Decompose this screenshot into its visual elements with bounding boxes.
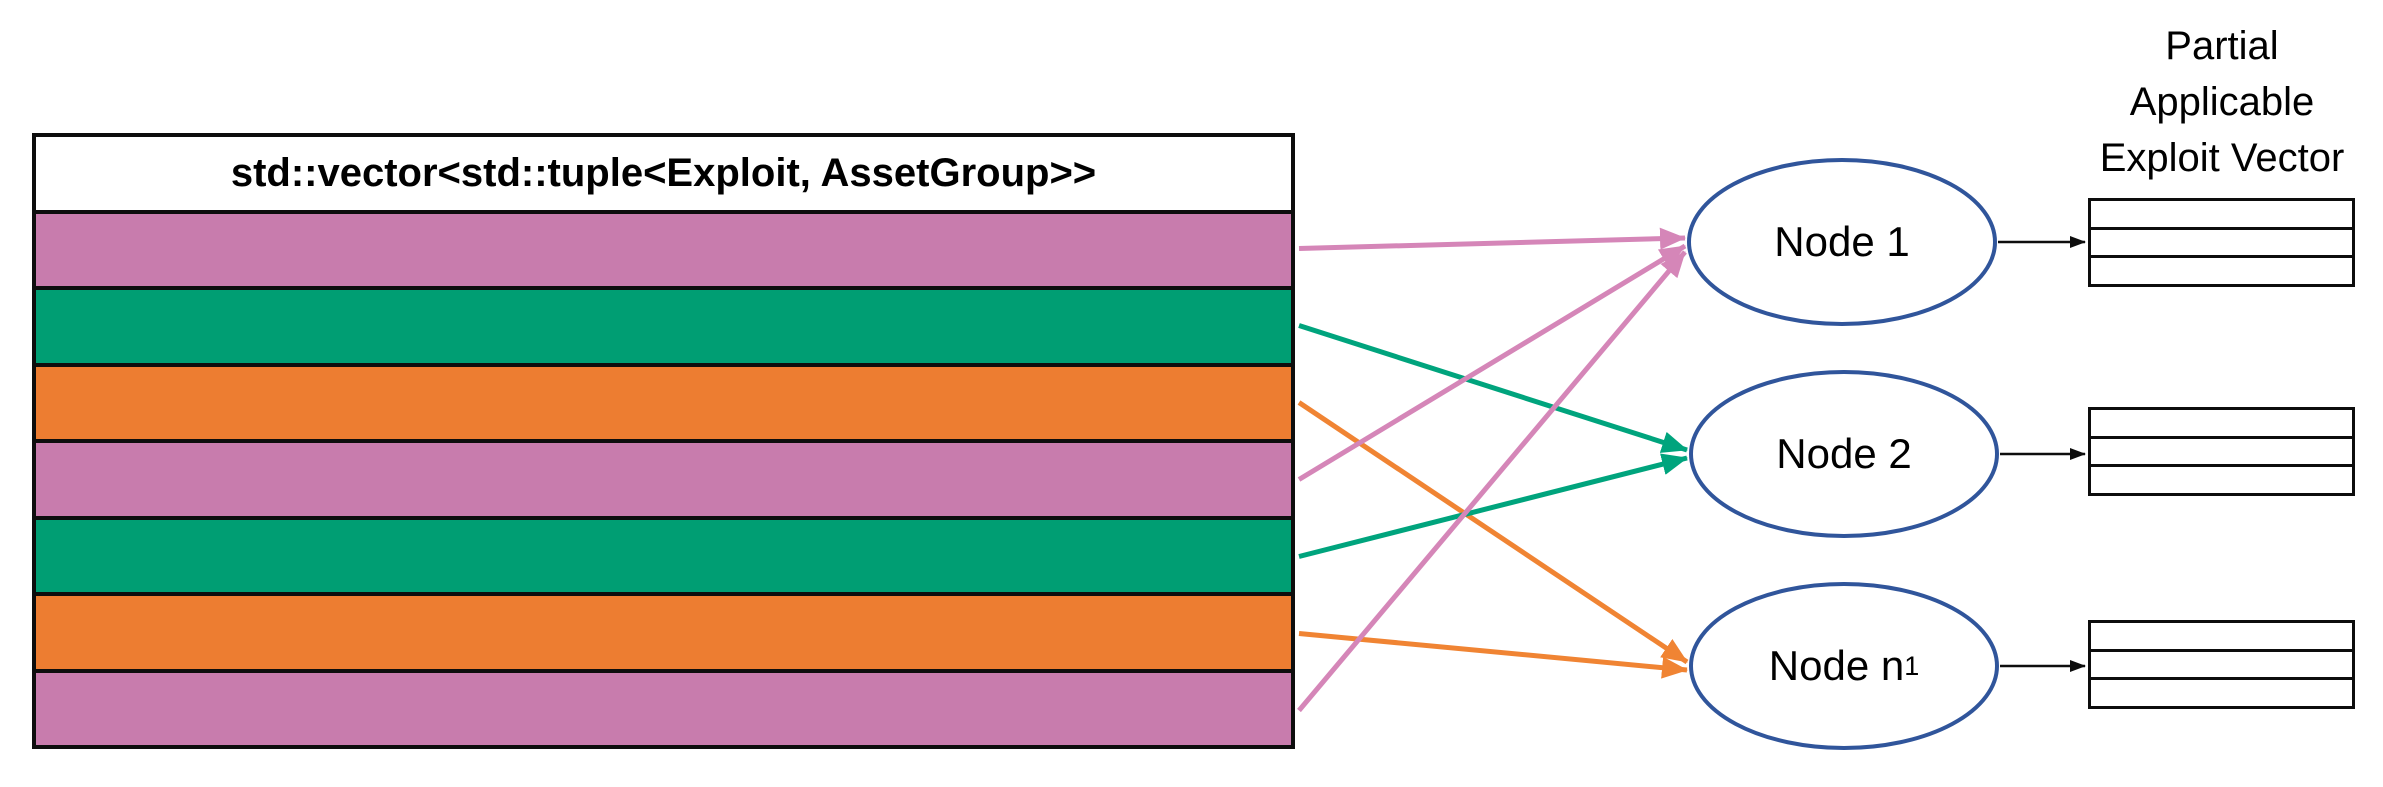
exploit-vector-table-1 <box>2088 198 2355 287</box>
vector-row-4-pink <box>36 443 1291 516</box>
vector-row-2-green <box>36 290 1291 363</box>
table-row <box>2091 435 2352 465</box>
arrow-row3-to-node3 <box>1297 400 1689 665</box>
table-row <box>2091 410 2352 436</box>
table-row <box>2091 623 2352 649</box>
table-row <box>2091 677 2352 707</box>
caption-line-3: Exploit Vector <box>2099 136 2345 180</box>
node-2-label: Node 2 <box>1684 419 2004 489</box>
vector-row-1-pink <box>36 213 1291 286</box>
table-row <box>2091 648 2352 678</box>
exploit-vector-table-2 <box>2088 407 2355 496</box>
arrow-row1-to-node1 <box>1298 227 1686 251</box>
exploit-vector-table-3 <box>2088 620 2355 709</box>
vector-box-header: std::vector<std::tuple<Exploit, AssetGro… <box>36 137 1291 210</box>
node-2-label-text: Node 2 <box>1776 430 1912 477</box>
vector-row-3-orange <box>36 366 1291 439</box>
output-caption: Partial Applicable Exploit Vector <box>2052 18 2383 186</box>
table-row <box>2091 255 2352 285</box>
node-n1-label-text: Node n <box>1768 642 1905 689</box>
node-1-label-text: Node 1 <box>1774 218 1910 265</box>
arrow-row5-to-node2 <box>1298 453 1688 559</box>
caption-line-2: Applicable <box>2129 80 2315 124</box>
vector-row-7-pink <box>36 672 1291 745</box>
arrow-row6-to-node3 <box>1298 631 1688 679</box>
vector-box: std::vector<std::tuple<Exploit, AssetGro… <box>32 133 1295 749</box>
node-3-ellipse <box>1689 582 1999 750</box>
table-row <box>2091 464 2352 494</box>
node-2-ellipse <box>1689 370 1999 538</box>
vector-row-5-green <box>36 519 1291 592</box>
vector-row-6-orange <box>36 596 1291 669</box>
table-row <box>2091 226 2352 256</box>
table-row <box>2091 201 2352 227</box>
caption-line-1: Partial <box>2165 24 2279 68</box>
arrow-row7-to-node1 <box>1297 250 1687 713</box>
node-1-ellipse <box>1687 158 1997 326</box>
arrow-row4-to-node1 <box>1297 243 1687 482</box>
arrow-row2-to-node2 <box>1298 323 1688 453</box>
node-1-label: Node 1 <box>1682 207 2002 277</box>
